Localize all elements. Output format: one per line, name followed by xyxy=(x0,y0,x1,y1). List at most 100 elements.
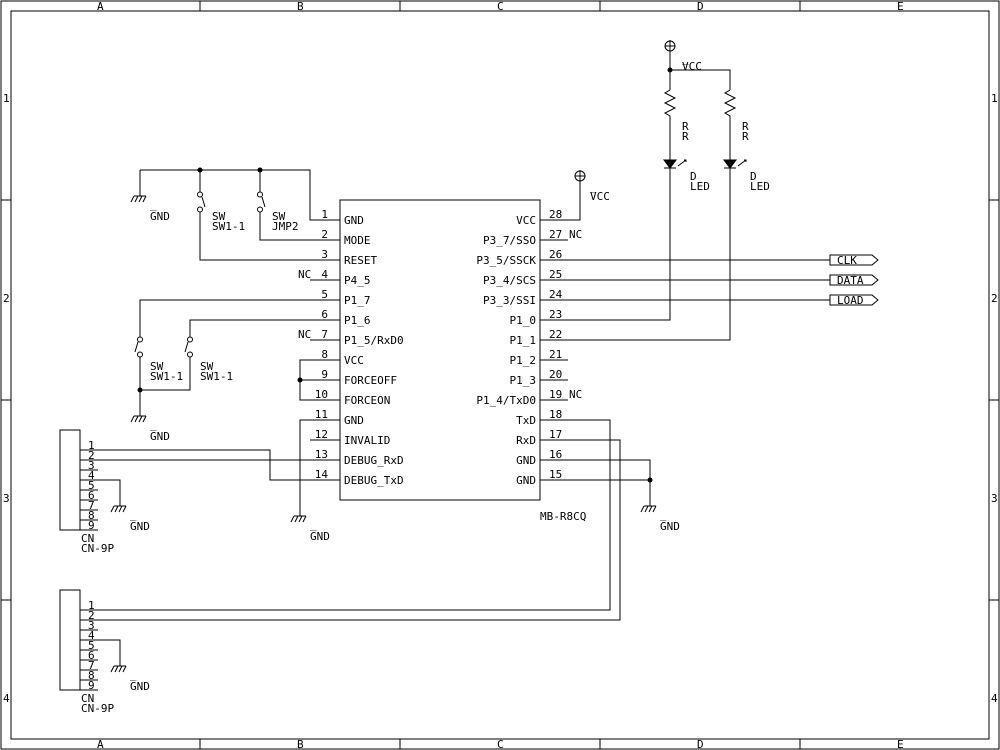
pin-number: 10 xyxy=(315,388,328,401)
gnd-bar: _ xyxy=(150,198,157,211)
pin-name: VCC xyxy=(516,214,536,227)
pin-name: P1_6 xyxy=(344,314,371,327)
pin-number: 12 xyxy=(315,428,328,441)
pin-number: 27 xyxy=(549,228,562,241)
pin-name: P1_5/RxD0 xyxy=(344,334,404,347)
ic-body xyxy=(339,199,541,501)
pin-number: 4 xyxy=(321,268,328,281)
pin-number: 21 xyxy=(549,348,562,361)
pin-name: GND xyxy=(516,474,536,487)
pin-name: INVALID xyxy=(344,434,390,447)
led-value: LED xyxy=(690,180,710,193)
frame-col-label: E xyxy=(897,0,904,13)
gnd-bar: _ xyxy=(130,508,137,521)
resistor-label: R xyxy=(742,120,749,133)
pin-name: P1_2 xyxy=(510,354,537,367)
pin-number: 14 xyxy=(315,468,329,481)
pin-number: 8 xyxy=(321,348,328,361)
pin-nc: NC xyxy=(569,228,582,241)
pin-number: 13 xyxy=(315,448,328,461)
pin-number: 26 xyxy=(549,248,562,261)
pin-number: 28 xyxy=(549,208,562,221)
connector-pin-number: 9 xyxy=(88,679,95,692)
pin-number: 1 xyxy=(321,208,328,221)
pin-name: P3_7/SSO xyxy=(483,234,536,247)
frame-col-label: D xyxy=(697,0,704,13)
gnd-label: GND xyxy=(310,530,330,543)
pin-number: 24 xyxy=(549,288,563,301)
pin-number: 11 xyxy=(315,408,328,421)
vcc-label: VCC xyxy=(590,190,610,203)
frame-col-label: B xyxy=(297,0,304,13)
frame-col-label: A xyxy=(97,738,104,750)
gnd-bar: _ xyxy=(310,518,317,531)
switch-label: SW xyxy=(200,360,214,373)
pin-name: VCC xyxy=(344,354,364,367)
pin-name: RESET xyxy=(344,254,377,267)
connector-pin-number: 6 xyxy=(88,649,95,662)
frame-row-label: 3 xyxy=(3,492,10,505)
gnd-label: GND xyxy=(150,430,170,443)
pin-nc: NC xyxy=(298,328,311,341)
pin-name: P3_5/SSCK xyxy=(476,254,536,267)
pin15-16-ground: _ GND xyxy=(540,459,680,533)
connector-pin-number: 3 xyxy=(88,459,95,472)
switch-label: SW xyxy=(212,210,226,223)
led-label: D xyxy=(750,170,757,183)
port-clk-label: CLK xyxy=(837,254,857,267)
connector-pin-number: 4 xyxy=(88,469,95,482)
pin-name: GND xyxy=(516,454,536,467)
gnd-label: GND xyxy=(130,520,150,533)
led-net: _ VCC R R R R D LED D LED xyxy=(540,40,770,341)
pin-name: DEBUG_RxD xyxy=(344,454,404,467)
ic-ref: MB-R8CQ xyxy=(540,510,586,523)
pin-name: P1_3 xyxy=(510,374,537,387)
pin-name: P3_3/SSI xyxy=(483,294,536,307)
port-data-label: DATA xyxy=(837,274,864,287)
pin-number: 15 xyxy=(549,468,562,481)
frame-row-label: 1 xyxy=(991,92,998,105)
pin-number: 6 xyxy=(321,308,328,321)
gnd-bar: _ xyxy=(130,668,137,681)
pin-name: P3_4/SCS xyxy=(483,274,536,287)
connector-value: CN-9P xyxy=(81,702,114,715)
connector-pin-number: 9 xyxy=(88,519,95,532)
force-pins-tie xyxy=(297,359,340,401)
frame-row-label: 2 xyxy=(991,292,998,305)
jumper-label: SW xyxy=(272,210,286,223)
pin-name: P1_7 xyxy=(344,294,371,307)
vcc-pin28: _ VCC xyxy=(540,170,610,221)
reset-switch-net: _ GND SW SW1-1 SW JMP2 xyxy=(130,167,340,261)
frame-col-label: C xyxy=(497,738,504,750)
led-label: D xyxy=(690,170,697,183)
pin-number: 9 xyxy=(321,368,328,381)
connector-pin-number: 8 xyxy=(88,509,95,522)
pin-name: DEBUG_TxD xyxy=(344,474,404,487)
frame-row-label: 4 xyxy=(991,692,998,705)
port-clk xyxy=(829,254,879,266)
pin-name: TxD xyxy=(516,414,536,427)
pin-number: 16 xyxy=(549,448,562,461)
pin-name: P1_1 xyxy=(510,334,537,347)
frame-col-label: A xyxy=(97,0,104,13)
connector-pin-number: 3 xyxy=(88,619,95,632)
resistor-value: R xyxy=(742,130,749,143)
pin-name: FORCEOFF xyxy=(344,374,397,387)
port-load xyxy=(829,294,879,306)
connector-pin-number: 2 xyxy=(88,609,95,622)
pin-number: 22 xyxy=(549,328,562,341)
pin-name: P1_4/TxD0 xyxy=(476,394,536,407)
frame-col-label: B xyxy=(297,738,304,750)
pin-name: P4_5 xyxy=(344,274,371,287)
pin-number: 2 xyxy=(321,228,328,241)
gnd-label: GND xyxy=(660,520,680,533)
pin-number: 17 xyxy=(549,428,562,441)
gnd-label: GND xyxy=(130,680,150,693)
jumper-value: JMP2 xyxy=(272,220,299,233)
connector-pin-number: 6 xyxy=(88,489,95,502)
port-load-label: LOAD xyxy=(837,294,864,307)
